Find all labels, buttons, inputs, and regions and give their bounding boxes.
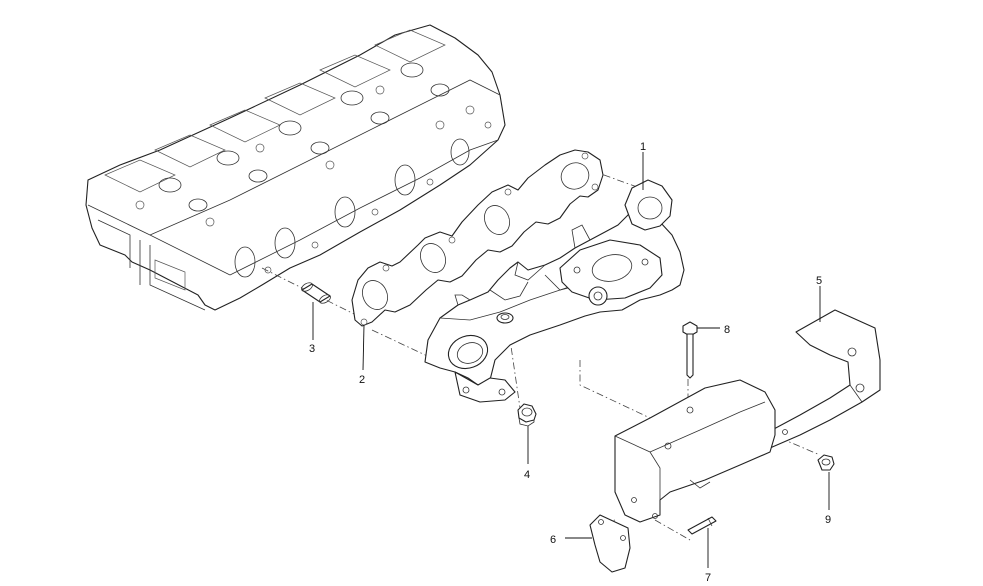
callout-6: 6 [550,534,556,546]
callout-7: 7 [705,572,711,584]
heat-shield-bracket [769,309,881,449]
callout-numbers: 1 2 3 4 5 6 7 8 9 [309,141,831,584]
callout-3: 3 [309,343,315,355]
small-bolt [817,454,835,471]
leader-lines [312,152,830,568]
cylinder-head [85,24,506,311]
long-bolt [682,321,698,379]
exhaust-manifold [424,179,685,403]
small-plate [589,514,631,573]
callout-4: 4 [524,469,530,481]
callout-8: 8 [724,324,730,336]
heat-shield [614,379,788,523]
exhaust-manifold-gasket [351,149,604,327]
dowel-pin [301,282,331,304]
stud-bolt [687,516,717,535]
callout-5: 5 [816,275,822,287]
callout-9: 9 [825,514,831,526]
callout-2: 2 [359,374,365,386]
callout-1: 1 [640,141,646,153]
flange-nut [517,403,537,427]
